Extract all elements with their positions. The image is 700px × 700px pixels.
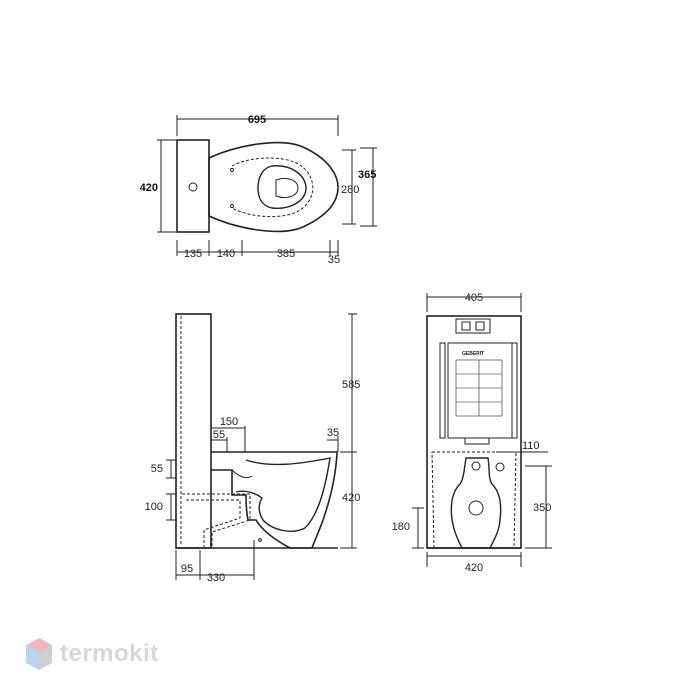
side-waste-pipe-2 (186, 499, 241, 548)
dim-top-seg-a: 135 (184, 248, 202, 260)
dim-side-55-left: 55 (151, 463, 163, 475)
dim-front-405: 405 (465, 292, 483, 304)
dim-side-330: 330 (207, 572, 225, 584)
side-inner-wall (231, 469, 253, 479)
side-view (166, 313, 357, 580)
dim-side-bowl: 420 (342, 492, 360, 504)
dim-side-55-top: 55 (213, 429, 225, 441)
top-bowl-outline (208, 141, 339, 233)
dim-side-rim: 35 (327, 427, 339, 439)
dim-top-seg-d: 35 (328, 254, 340, 266)
dim-top-seg-c: 385 (277, 248, 295, 260)
dim-front-180: 180 (392, 521, 410, 533)
dim-side-cistern: 585 (342, 379, 360, 391)
dim-top-width: 695 (248, 114, 266, 126)
dim-front-110: 110 (522, 440, 540, 452)
front-view (412, 293, 552, 567)
top-view (157, 115, 377, 256)
side-bowl (211, 451, 338, 549)
dim-top-bowl-inner: 280 (341, 184, 359, 196)
side-trap (235, 457, 331, 532)
top-seat-opening (257, 165, 307, 209)
dim-top-seg-b: 140 (217, 248, 235, 260)
dim-top-depth: 420 (140, 182, 158, 194)
dim-front-420: 420 (465, 562, 483, 574)
dim-side-150: 150 (220, 416, 238, 428)
top-cistern (176, 139, 210, 233)
dim-side-95: 95 (181, 563, 193, 575)
front-bowl-body (431, 451, 517, 549)
front-brand-label: GEBERIT (462, 351, 484, 357)
front-waste-outlet (450, 457, 502, 549)
dim-side-100: 100 (145, 501, 163, 513)
termokit-watermark: termokit (60, 640, 159, 667)
top-seat-inner (275, 177, 299, 199)
dim-top-bowl-outer: 365 (358, 169, 376, 181)
top-inlet-hole (188, 182, 198, 192)
side-waste-pipe (182, 493, 251, 548)
top-bowl-inner (231, 157, 314, 218)
dim-front-350: 350 (533, 502, 551, 514)
front-flush-panel (447, 342, 513, 439)
top-fix-hole-2 (230, 204, 234, 208)
termokit-logo-icon (26, 638, 52, 670)
top-fix-hole-1 (230, 168, 234, 172)
